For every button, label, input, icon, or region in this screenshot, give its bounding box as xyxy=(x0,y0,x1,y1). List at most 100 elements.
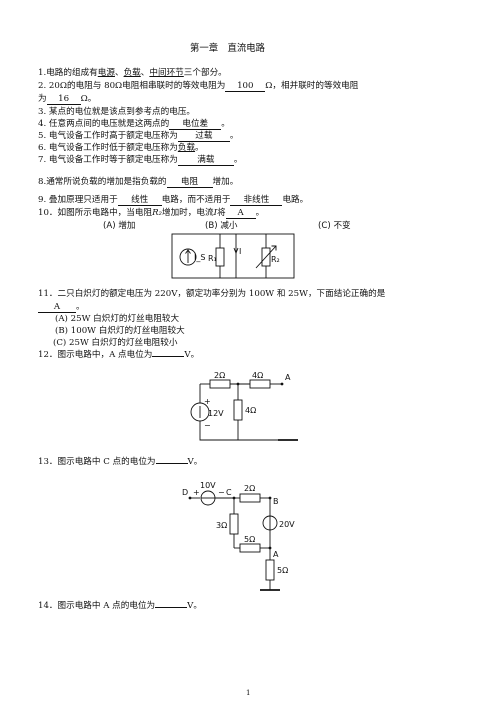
fig13-label-a: A xyxy=(273,550,279,559)
q9-post: 电路。 xyxy=(282,195,309,205)
q10-post: 。 xyxy=(255,208,265,218)
q8-answer: 电阻 xyxy=(166,178,213,188)
q7-text: 7. 电气设备工作时等于额定电压称为 xyxy=(38,155,178,165)
fig13-label-b: B xyxy=(273,497,279,506)
q1-answer-b: 负载 xyxy=(123,68,141,78)
question-1: 1.电路的组成有电源、负载、中间环节三个部分。 xyxy=(38,68,227,78)
q1-sep2: 、 xyxy=(140,68,150,78)
q9-mid: 电路，而不适用于 xyxy=(161,195,231,205)
fig13-resistor-a xyxy=(265,559,275,581)
fig10-current-arrow-icon xyxy=(233,247,239,255)
fig10-label-is: I_S xyxy=(194,253,205,262)
q14-blank xyxy=(155,607,188,608)
q2-answer-parallel: 16 xyxy=(46,95,81,105)
q1-answer-a: 电源 xyxy=(97,68,115,78)
q14-text: 14．图示电路中 A 点的电位为 xyxy=(38,601,156,611)
q9-text: 9. 叠加原理只适用于 xyxy=(38,195,118,205)
fig13-plus: + xyxy=(193,488,200,497)
q8-post: 增加。 xyxy=(212,177,239,187)
q9-answer-2: 非线性 xyxy=(230,196,283,206)
q7-post: 。 xyxy=(233,155,243,165)
fig13-label-r-a: 5Ω xyxy=(277,566,288,575)
fig13-label-c: C xyxy=(226,488,232,497)
q6-text: 6. 电气设备工作时低于额定电压称为 xyxy=(38,143,178,153)
q10-var-r2: R₂ xyxy=(152,208,162,218)
question-4: 4. 任意两点间的电压就是这两点的电位差。 xyxy=(38,119,230,130)
q13-blank xyxy=(155,463,188,464)
fig13-resistor-mid xyxy=(229,513,239,535)
question-3: 3. 某点的电位就是该点到参考点的电压。 xyxy=(38,107,196,117)
q12-blank xyxy=(152,356,185,357)
q11-option-a: (A) 25W 白炽灯的灯丝电阻较大 xyxy=(55,314,180,324)
fig12-resistor-right xyxy=(249,379,271,389)
q10-mid: 增加时，电流 xyxy=(161,208,214,218)
fig12-minus: − xyxy=(204,421,211,430)
q5-answer: 过载 xyxy=(177,132,230,142)
fig12-label-r-vertical: 4Ω xyxy=(245,406,256,415)
q10-var-i: I xyxy=(213,208,217,218)
q12-text: 12．图示电路中，A 点电位为 xyxy=(38,350,153,360)
q6-answer: 负载 xyxy=(177,143,196,153)
question-6: 6. 电气设备工作时低于额定电压称为负载。 xyxy=(38,143,204,153)
fig10-wire-frame xyxy=(171,233,295,279)
q2-text: 2. 20Ω的电阻与 80Ω电阻相串联时的等效电阻为 xyxy=(38,81,226,91)
q11-option-b: (B) 100W 白炽灯的灯丝电阻较大 xyxy=(55,326,185,336)
q10-answer: A xyxy=(225,209,256,219)
q8-text: 8.通常所说负载的增加是指负载的 xyxy=(38,177,167,187)
fig13-label-r-bottom: 5Ω xyxy=(244,535,255,544)
q5-post: 。 xyxy=(229,131,239,141)
q7-answer: 满载 xyxy=(177,156,234,166)
question-5: 5. 电气设备工作时高于额定电压称为过载。 xyxy=(38,131,238,142)
fig13-minus: − xyxy=(218,488,225,497)
fig13-resistor-bottom xyxy=(239,543,261,553)
fig13-resistor-cb xyxy=(239,493,261,503)
fig12-label-source: 12V xyxy=(208,409,224,418)
q1-post: 三个部分。 xyxy=(183,68,227,78)
fig10-label-i: I xyxy=(239,247,241,256)
fig13-label-10v: 10V xyxy=(200,481,216,490)
q10-option-b: (B) 减小 xyxy=(205,221,238,231)
fig12-plus: + xyxy=(204,397,211,406)
q2-post: Ω。 xyxy=(80,94,97,104)
fig10-label-r1: R₁ xyxy=(208,254,217,263)
q2-mid: Ω，相并联时的等效电阻 xyxy=(265,81,359,91)
fig12-label-r-right: 4Ω xyxy=(252,371,263,380)
figure-q13-circuit: D + 10V − C 2Ω B 3Ω 20V 5Ω A 5Ω xyxy=(182,481,295,591)
q11-answer: A xyxy=(38,303,76,313)
question-11: 11．二只白炽灯的额定电压为 220V，额定功率分别为 100W 和 25W，下… xyxy=(38,289,386,299)
q6-post: 。 xyxy=(195,143,204,153)
question-9: 9. 叠加原理只适用于线性电路，而不适用于非线性电路。 xyxy=(38,195,308,206)
fig10-label-r2: R₂ xyxy=(271,255,280,264)
question-14: 14．图示电路中 A 点的电位为 V。 xyxy=(38,601,202,611)
fig13-label-r-cb: 2Ω xyxy=(244,484,255,493)
figure-q10-circuit: I_S R₁ I R₂ xyxy=(171,233,295,279)
q9-answer-1: 线性 xyxy=(117,196,162,206)
page-title: 第一章 直流电路 xyxy=(190,43,266,54)
q2-pre2: 为 xyxy=(38,94,47,104)
fig13-label-d: D xyxy=(182,488,188,497)
q1-answer-c: 中间环节 xyxy=(149,68,184,78)
fig13-label-20v: 20V xyxy=(279,520,295,529)
q10-mid2: 将 xyxy=(216,208,226,218)
q11-post: 。 xyxy=(76,302,85,312)
q1-sep1: 、 xyxy=(114,68,124,78)
question-7: 7. 电气设备工作时等于额定电压称为满载。 xyxy=(38,155,242,166)
q11-option-c: (C) 25W 白炽灯的灯丝电阻较小 xyxy=(53,338,178,348)
fig12-label-r-top: 2Ω xyxy=(214,371,225,380)
q13-text: 13．图示电路中 C 点的电位为 xyxy=(38,457,156,467)
fig12-resistor-vertical xyxy=(233,399,243,421)
q14-post: V。 xyxy=(187,601,202,611)
q10-text: 10．如图所示电路中，当电阻 xyxy=(38,208,153,218)
q1-text: 1.电路的组成有 xyxy=(38,68,98,78)
q4-post: 。 xyxy=(221,119,230,129)
q2-answer-series: 100 xyxy=(225,82,266,92)
q10-option-c: (C) 不变 xyxy=(318,221,351,231)
q4-text: 4. 任意两点间的电压就是这两点的 xyxy=(38,119,170,129)
q10-option-a: (A) 增加 xyxy=(103,221,136,231)
question-8: 8.通常所说负载的增加是指负载的电阻增加。 xyxy=(38,177,238,188)
